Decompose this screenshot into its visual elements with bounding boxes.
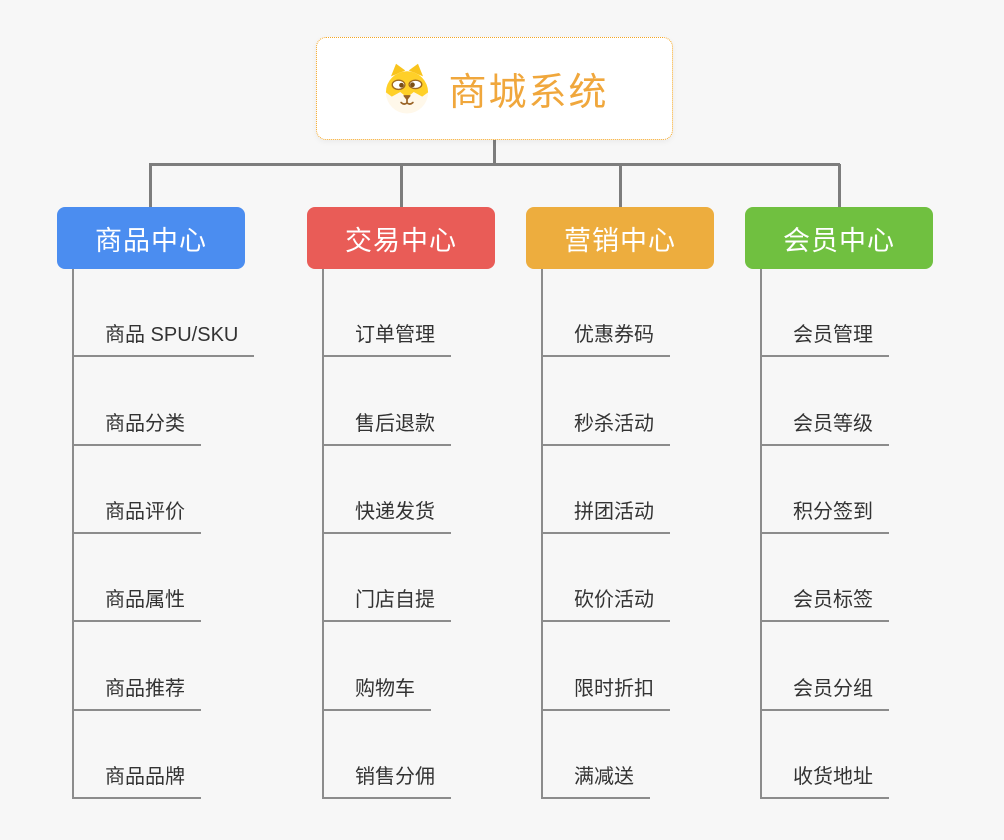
branch-items-product-center: 商品 SPU/SKU 商品分类 商品评价 商品属性 商品推荐 商品品牌 [72,269,255,799]
connector-drop-member [837,164,841,208]
connector-drop-trade [399,164,403,208]
mindmap-item[interactable]: 商品 SPU/SKU [74,269,255,358]
mindmap-item[interactable]: 商品属性 [74,534,201,623]
mindmap-item[interactable]: 会员等级 [762,357,889,446]
mindmap-item[interactable]: 商品品牌 [74,711,201,799]
connector-bus [149,163,840,166]
mindmap-item[interactable]: 收货地址 [762,711,889,799]
mindmap-item[interactable]: 积分签到 [762,446,889,534]
mindmap-item[interactable]: 砍价活动 [543,534,670,623]
branch-items-marketing-center: 优惠券码 秒杀活动 拼团活动 砍价活动 限时折扣 满减送 [541,269,670,799]
mindmap-item[interactable]: 商品推荐 [74,622,201,711]
connector-root-stem [493,140,496,164]
branch-items-trade-center: 订单管理 售后退款 快递发货 门店自提 购物车 销售分佣 [322,269,451,799]
mindmap-item[interactable]: 售后退款 [324,357,451,446]
mindmap-item[interactable]: 销售分佣 [324,711,451,799]
branch-header-product-center[interactable]: 商品中心 [57,207,245,269]
branch-header-member-center[interactable]: 会员中心 [745,207,933,269]
connector-drop-product [149,164,152,208]
root-title: 商城系统 [448,72,609,114]
mindmap-item[interactable]: 会员标签 [762,534,889,623]
mindmap-item[interactable]: 商品分类 [74,357,201,446]
mindmap-item[interactable]: 购物车 [324,622,431,711]
mindmap-item[interactable]: 会员管理 [762,269,889,358]
mindmap-item[interactable]: 快递发货 [324,446,451,534]
branch-items-member-center: 会员管理 会员等级 积分签到 会员标签 会员分组 收货地址 [760,269,889,799]
branch-header-trade-center[interactable]: 交易中心 [307,207,495,269]
connector-drop-marketing [618,164,622,208]
branch-header-marketing-center[interactable]: 营销中心 [526,207,714,269]
mindmap-item[interactable]: 商品评价 [74,446,201,534]
root-node[interactable]: 商城系统 [316,37,673,140]
mindmap-item[interactable]: 满减送 [543,711,650,799]
dog-face-icon [386,63,429,113]
mindmap-item[interactable]: 秒杀活动 [543,357,670,446]
mindmap-item[interactable]: 拼团活动 [543,446,670,534]
mindmap-item[interactable]: 门店自提 [324,534,451,623]
mindmap-item[interactable]: 订单管理 [324,269,451,358]
mindmap-item[interactable]: 限时折扣 [543,622,670,711]
mindmap-item[interactable]: 会员分组 [762,622,889,711]
mindmap-item[interactable]: 优惠券码 [543,269,670,358]
